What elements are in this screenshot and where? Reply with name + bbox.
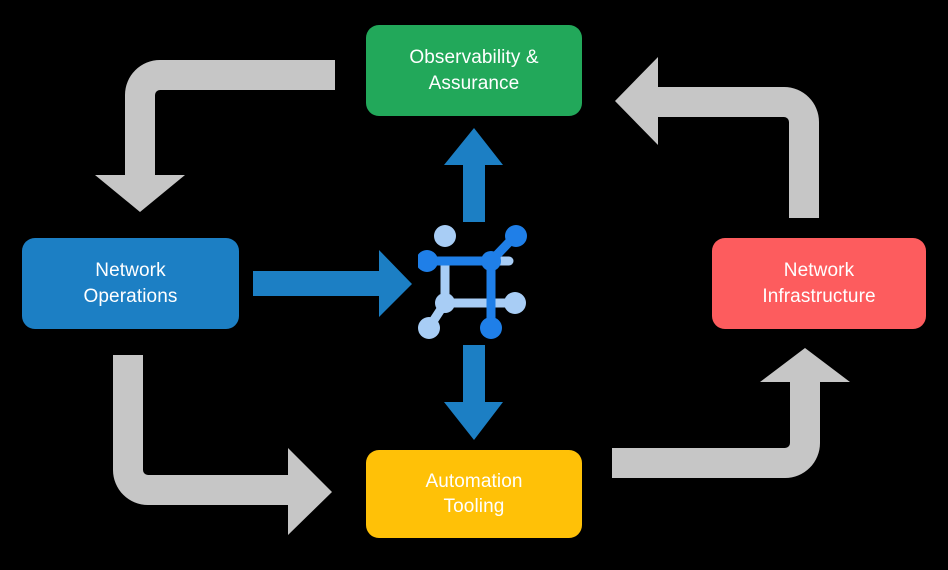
arrow-center-to-automation	[444, 345, 503, 440]
node-observability-assurance[interactable]: Observability & Assurance	[366, 25, 582, 116]
node-label: Network Infrastructure	[762, 260, 876, 307]
node-network-infrastructure[interactable]: Network Infrastructure	[712, 238, 926, 329]
arrow-operations-to-center	[253, 250, 412, 317]
arrow-operations-to-automation	[113, 355, 332, 535]
arrow-observability-to-operations	[95, 60, 335, 212]
arrow-infrastructure-to-observability	[615, 57, 819, 218]
node-label: Network Operations	[83, 260, 178, 307]
node-label: Observability & Assurance	[409, 47, 539, 94]
arrow-center-to-observability	[444, 128, 503, 222]
node-label: Automation Tooling	[425, 470, 523, 517]
network-topology-icon	[418, 225, 527, 339]
node-network-operations[interactable]: Network Operations	[22, 238, 239, 329]
node-automation-tooling[interactable]: Automation Tooling	[366, 450, 582, 538]
arrow-automation-to-infrastructure	[612, 348, 850, 478]
